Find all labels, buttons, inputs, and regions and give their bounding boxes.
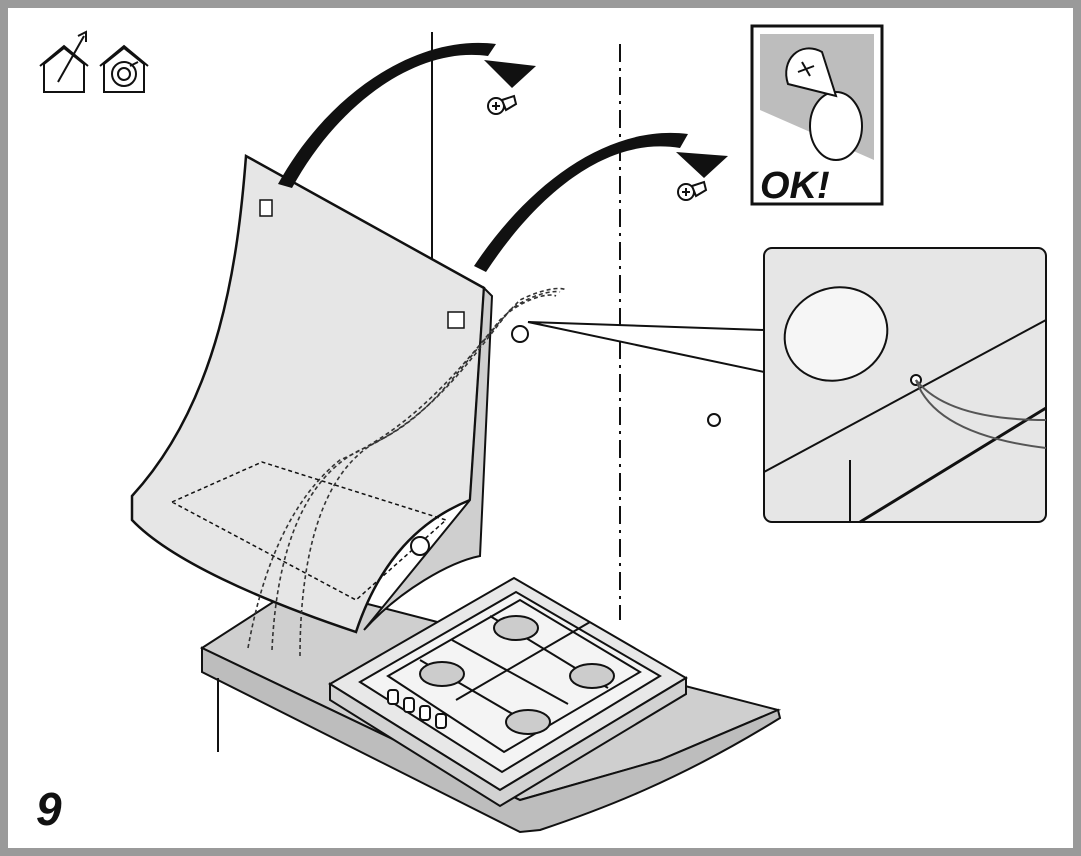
ducted-exhaust-icon bbox=[39, 30, 89, 93]
screw-icon bbox=[677, 180, 708, 201]
hob-knobs bbox=[387, 689, 447, 729]
gas-hob bbox=[328, 576, 688, 808]
screw-ok-callout: OK! bbox=[750, 24, 884, 207]
wall-hole bbox=[707, 413, 721, 427]
mounting-arrow-right bbox=[474, 132, 728, 272]
power-cable bbox=[247, 287, 567, 657]
ok-label: OK! bbox=[760, 165, 830, 207]
recirculation-icon bbox=[99, 44, 149, 93]
cable-hole-detail bbox=[511, 247, 1047, 524]
step-number: 9 bbox=[36, 783, 62, 835]
mounting-arrow-left bbox=[278, 42, 536, 188]
hood-panel bbox=[130, 153, 494, 634]
screw-icon bbox=[487, 94, 518, 115]
